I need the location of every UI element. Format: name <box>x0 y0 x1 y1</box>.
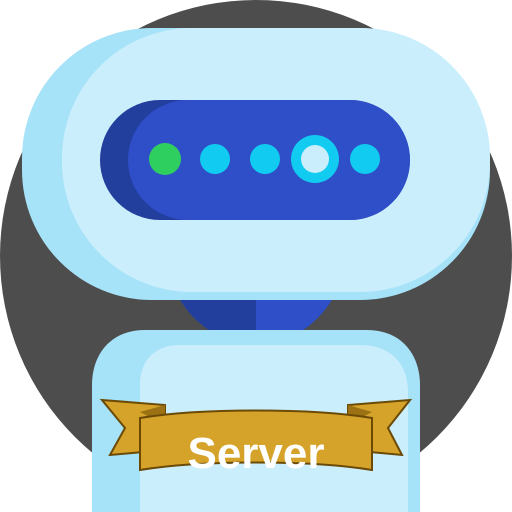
banner-ribbon: Server <box>99 398 413 478</box>
banner-label: Server <box>187 429 324 478</box>
banner-main <box>139 409 373 472</box>
status-light-cyan-1 <box>200 144 230 174</box>
status-light-cyan-3 <box>350 144 380 174</box>
status-light-green <box>149 143 181 175</box>
status-light-active <box>301 145 329 173</box>
status-light-cyan-2 <box>250 144 280 174</box>
